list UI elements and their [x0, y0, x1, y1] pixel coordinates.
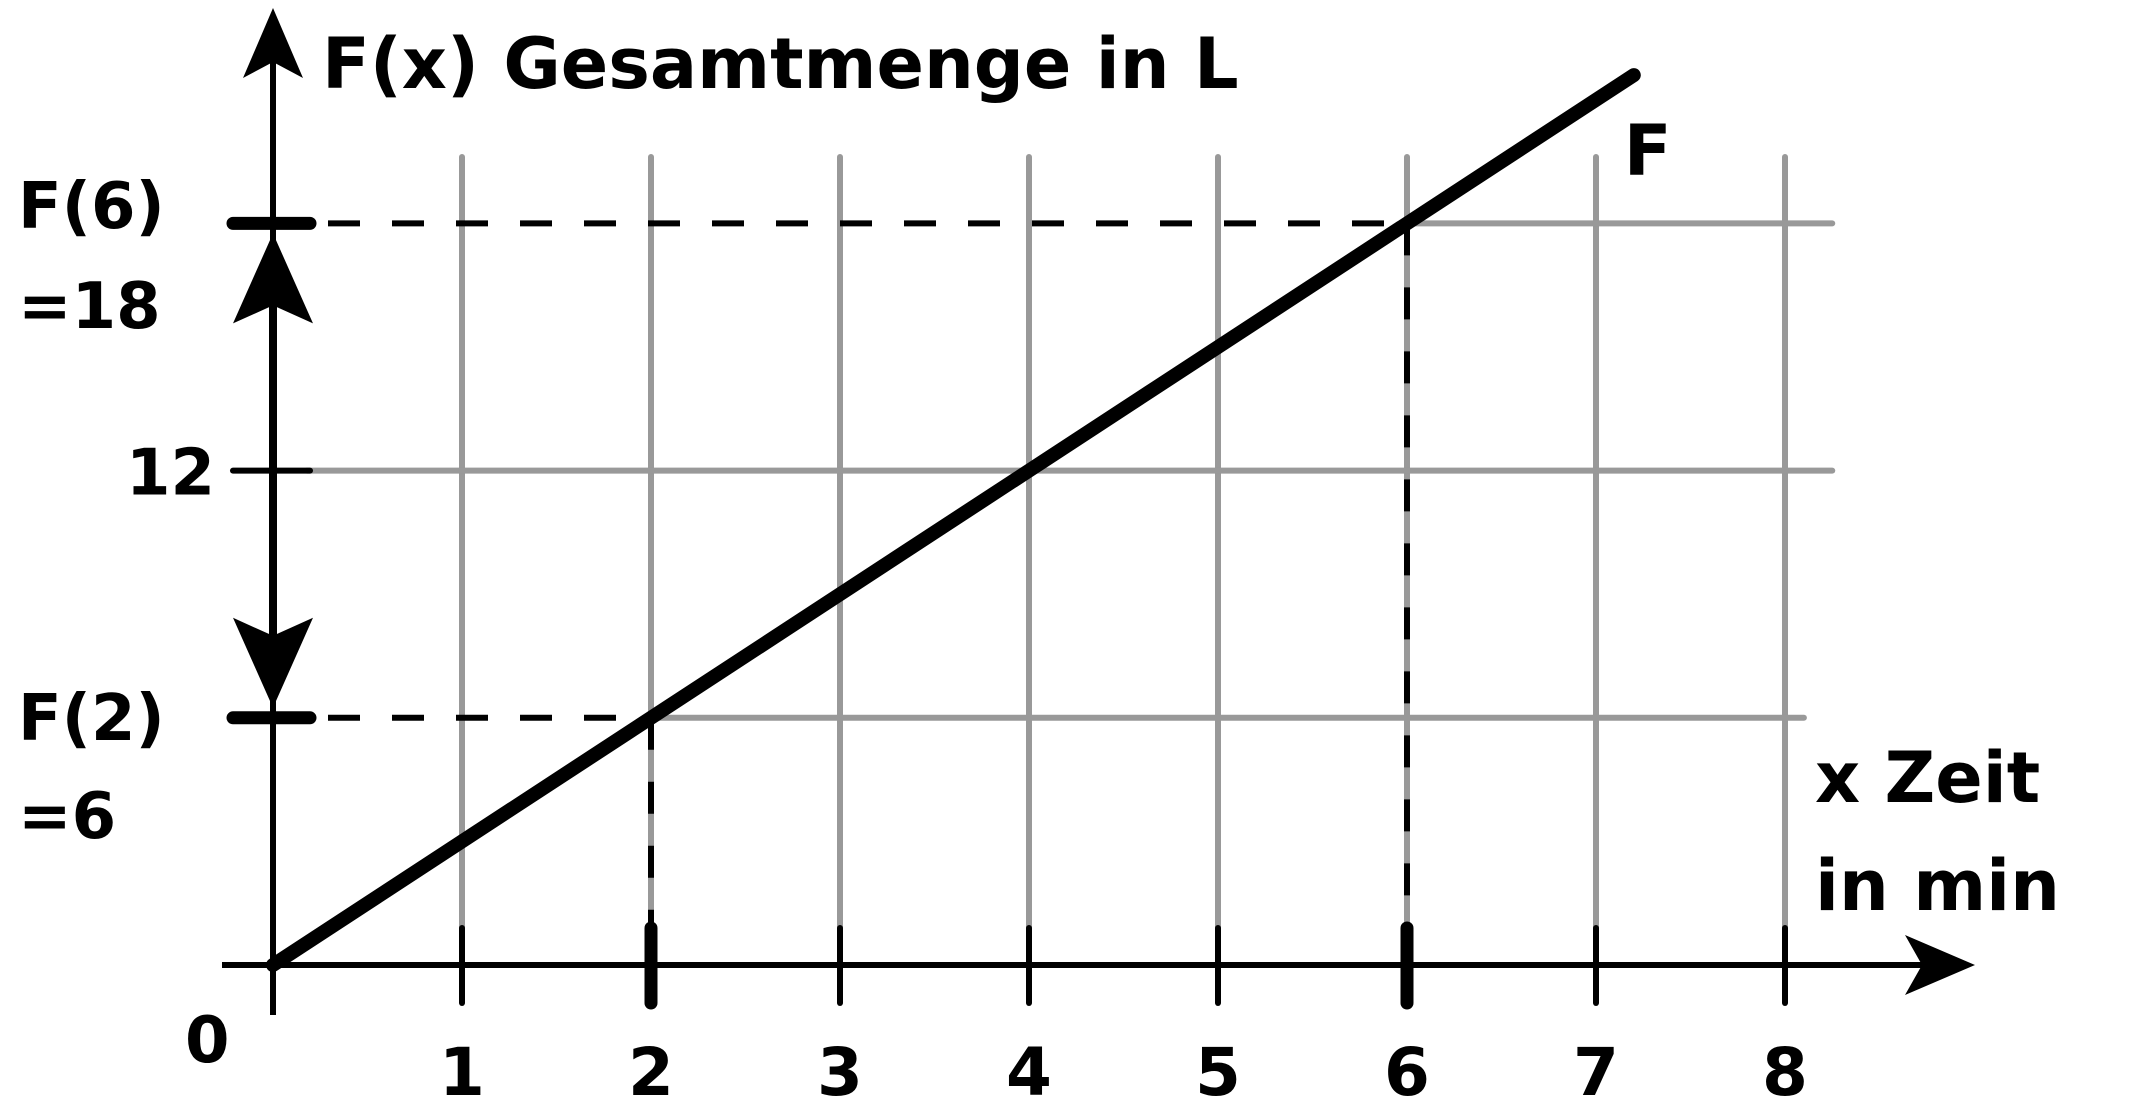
x-tick-label-8: 8	[1762, 1034, 1808, 1099]
x-axis-label-line1: x Zeit	[1815, 737, 2040, 819]
x-tick-label-2: 2	[628, 1034, 674, 1099]
x-tick-label-6: 6	[1384, 1034, 1430, 1099]
y-axis-arrowhead	[243, 8, 303, 78]
guide-lines	[328, 220, 1410, 935]
labels: F(x) Gesamtmenge in L x Zeit in min 0 F(…	[18, 23, 2060, 1099]
y-tick-label-2: 12	[126, 437, 215, 511]
x-tick-label-5: 5	[1195, 1034, 1241, 1099]
x-tick-label-4: 4	[1006, 1034, 1052, 1099]
x-tick-label-3: 3	[817, 1034, 863, 1099]
annotation-f2-line1: F(2)	[18, 682, 165, 756]
series-label-f: F	[1624, 110, 1672, 192]
annotation-f6-line2: =18	[18, 270, 161, 344]
difference-arrowhead-bottom	[233, 617, 313, 708]
series-lines	[266, 68, 1641, 972]
annotation-f6-line1: F(6)	[18, 170, 165, 244]
x-axis-label-line2: in min	[1815, 845, 2060, 927]
x-tick-label-1: 1	[439, 1034, 485, 1099]
annotation-f2-line2: =6	[18, 780, 116, 854]
series-line-f	[266, 68, 1641, 972]
x-axis-arrowhead	[1905, 935, 1975, 995]
origin-label: 0	[185, 1004, 230, 1078]
grid	[304, 154, 1836, 968]
y-axis-label: F(x) Gesamtmenge in L	[322, 23, 1239, 105]
axes	[222, 8, 1975, 1015]
difference-arrowhead-top	[233, 233, 313, 324]
x-tick-label-7: 7	[1573, 1034, 1619, 1099]
